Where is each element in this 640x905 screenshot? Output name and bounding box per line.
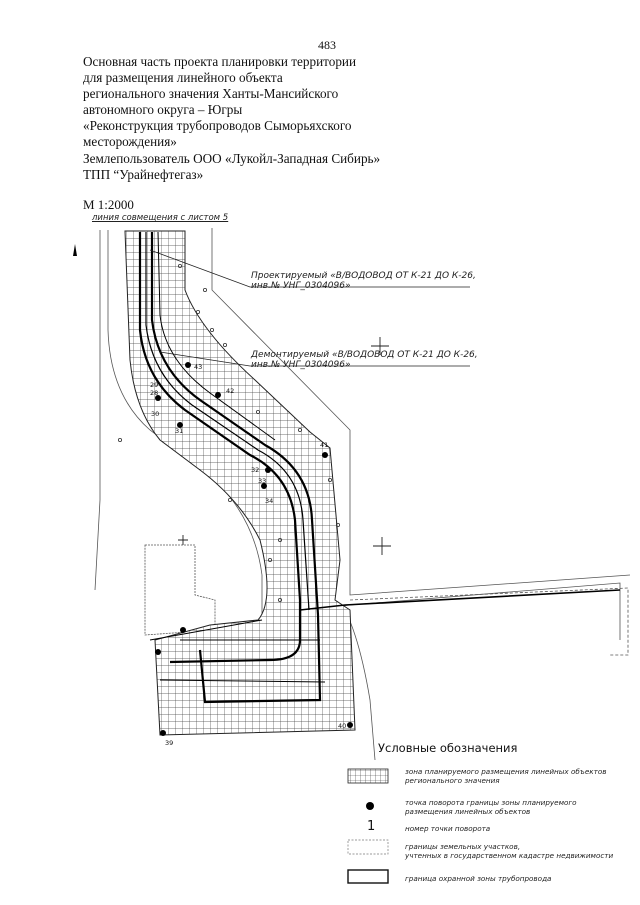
title-line: автономного округа – Югры — [83, 102, 243, 118]
point-32: 32 — [251, 466, 259, 474]
leader-lines — [149, 249, 470, 367]
overlap-line-label: линия совмещения с листом 5 — [92, 213, 229, 223]
legend-protect-zone-symbol — [347, 869, 389, 884]
planned-zone — [124, 230, 356, 736]
point-number-labels: 28 29 30 31 32 33 34 39 40 41 42 43 — [150, 363, 346, 747]
point-28: 28 — [150, 389, 158, 397]
title-line: «Реконструкция трубопроводов Сыморьяхско… — [83, 118, 352, 134]
title-line: регионального значения Ханты-Мансийского — [83, 86, 339, 102]
title-line: Землепользователь ООО «Лукойл-Западная С… — [83, 150, 381, 166]
legend-title: Условные обозначения — [378, 741, 518, 755]
legend-turn-number-symbol: 1 — [367, 819, 376, 834]
title-line: месторождения» — [83, 134, 177, 150]
pipelines — [138, 231, 621, 704]
survey-marks — [118, 263, 340, 603]
cross-marker-icon — [178, 337, 391, 555]
dismantled-label-line-1: Демонтируемый «В/ВОДОВОД ОТ К-21 ДО К-26… — [251, 350, 478, 360]
title-line: ТПП “Урайнефтегаз» — [83, 166, 204, 182]
legend-turn-point-line-2: размещения линейных объектов — [405, 807, 531, 816]
title-line: Основная часть проекта планировки террит… — [83, 54, 357, 69]
legend-turn-point-text: точка поворота границы зоны планируемого… — [405, 798, 577, 816]
legend-parcel-symbol — [347, 839, 389, 855]
page-number: 483 — [318, 38, 336, 52]
legend-turn-number-text: номер точки поворота — [405, 824, 491, 833]
north-arrow-icon — [73, 244, 77, 256]
point-43: 43 — [194, 363, 202, 371]
point-33: 33 — [258, 477, 266, 485]
projected-pipeline-label: Проектируемый «В/ВОДОВОД ОТ К-21 ДО К-26… — [251, 271, 476, 291]
projected-label-line-1: Проектируемый «В/ВОДОВОД ОТ К-21 ДО К-26… — [251, 271, 476, 281]
title-line: для размещения линейного объекта — [83, 70, 283, 86]
legend-parcels-text: границы земельных участков, учтенных в г… — [405, 842, 613, 860]
point-31: 31 — [175, 427, 183, 435]
point-42: 42 — [226, 387, 234, 395]
dismantled-label-line-2: инв.№ УНГ_0304096» — [251, 360, 351, 370]
point-41: 41 — [320, 441, 328, 449]
point-34: 34 — [265, 497, 273, 505]
turn-points — [155, 362, 353, 736]
point-40: 40 — [338, 722, 346, 730]
legend-zone-text: зона планируемого размещения линейных об… — [405, 767, 606, 785]
legend-symbols — [347, 768, 389, 884]
title-block: Основная часть проекта планировки террит… — [83, 54, 483, 183]
legend-parcels-line-2: учтенных в государственном кадастре недв… — [405, 851, 614, 860]
projected-label-line-2: инв.№ УНГ_0304096» — [251, 281, 351, 291]
legend-turn-point-symbol — [366, 802, 374, 810]
scale-label: М 1:2000 — [83, 197, 134, 212]
legend-protect-zone-text: граница охранной зоны трубопровода — [405, 874, 552, 883]
legend-zone-line-2: регионального значения — [405, 776, 500, 785]
point-30: 30 — [151, 410, 159, 418]
point-29: 29 — [150, 381, 158, 389]
legend-parcels-line-1: границы земельных участков, — [405, 842, 521, 851]
legend-zone-line-1: зона планируемого размещения линейных об… — [405, 767, 607, 776]
point-39: 39 — [165, 739, 173, 747]
legend-zone-symbol — [347, 768, 389, 784]
legend-turn-point-line-1: точка поворота границы зоны планируемого — [405, 798, 577, 807]
dismantled-pipeline-label: Демонтируемый «В/ВОДОВОД ОТ К-21 ДО К-26… — [251, 350, 478, 370]
